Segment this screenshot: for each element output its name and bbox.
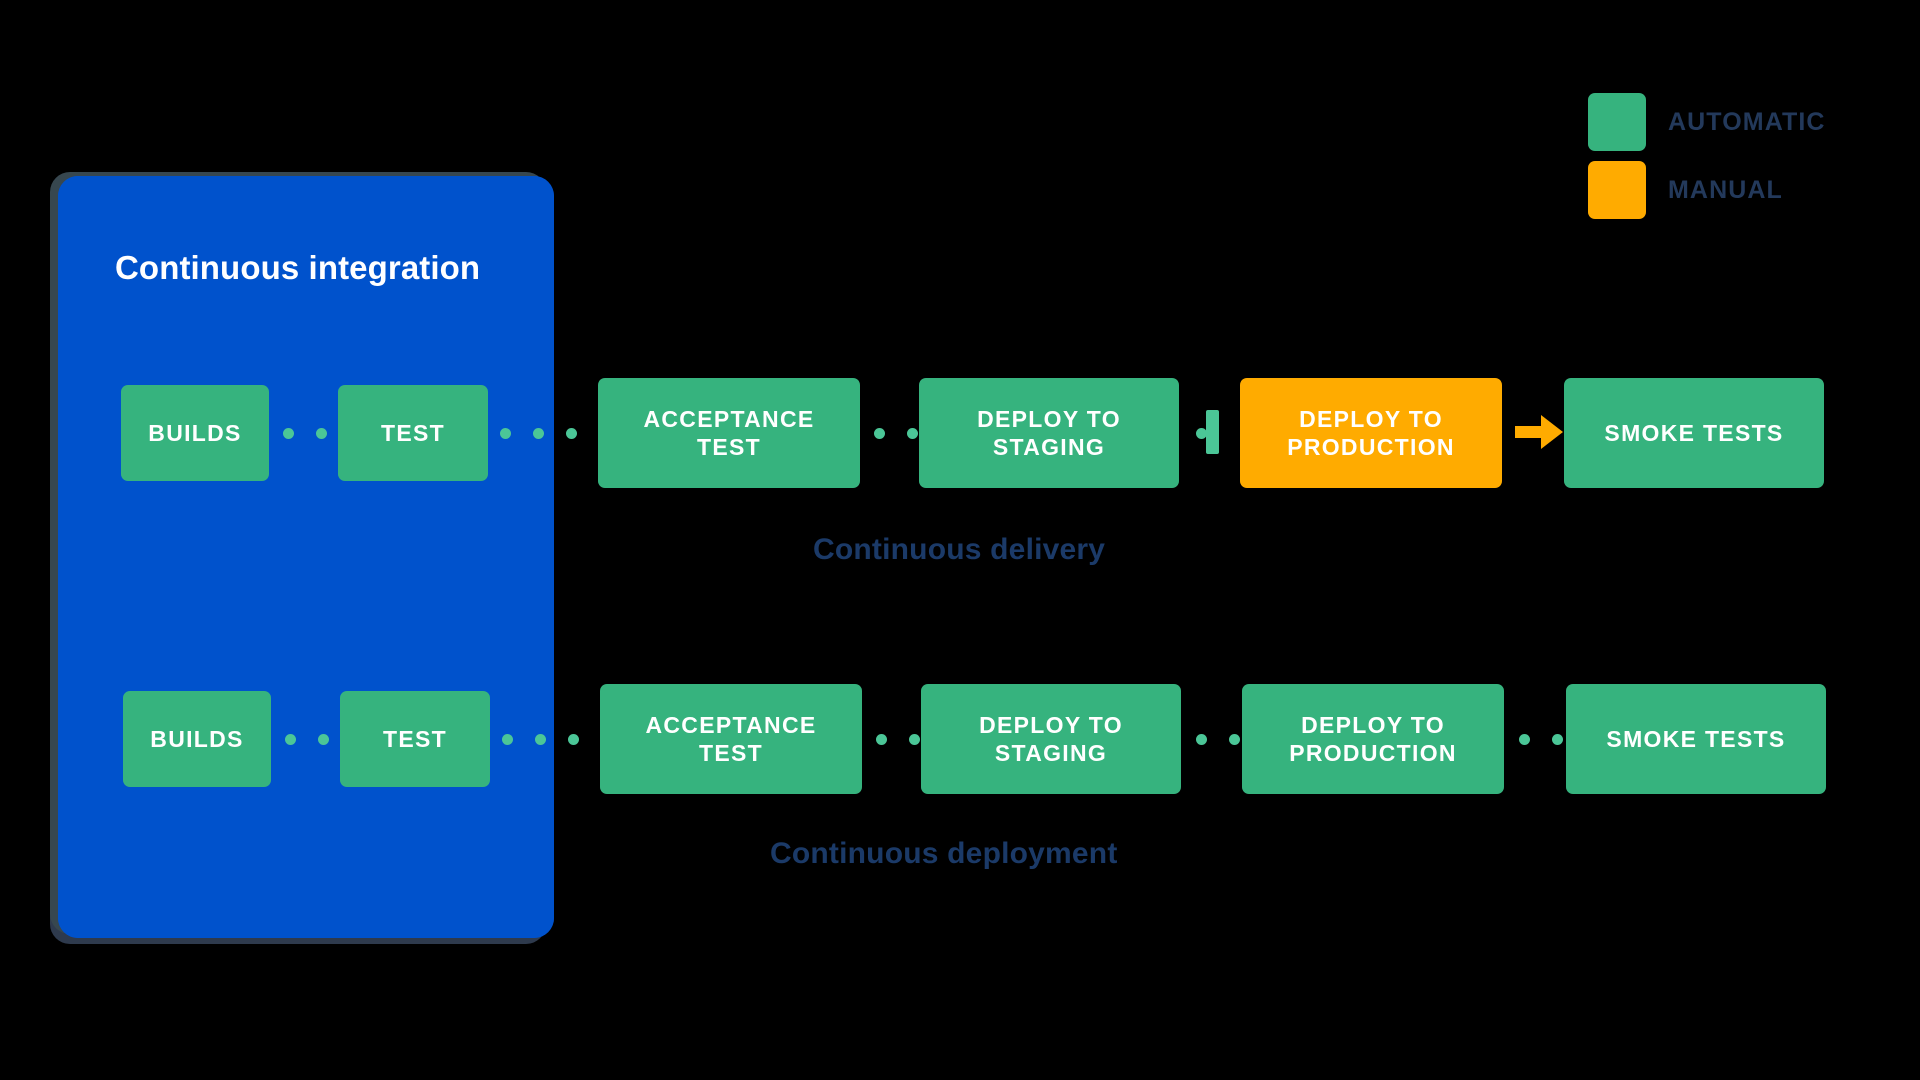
stage-test-deployment[interactable]: TEST (340, 691, 490, 787)
legend-label-manual: MANUAL (1668, 175, 1783, 204)
legend-item-manual: MANUAL (1588, 156, 1888, 224)
ci-panel-title: Continuous integration (115, 249, 481, 286)
connector-dot (535, 733, 546, 745)
stage-deploy-to-staging-deployment[interactable]: DEPLOY TO STAGING (921, 684, 1181, 794)
automatic-swatch (1588, 93, 1646, 151)
connector-dot (318, 733, 329, 745)
manual-gate-bar (1206, 410, 1219, 454)
legend-item-automatic: AUTOMATIC (1588, 88, 1888, 156)
stage-test-delivery[interactable]: TEST (338, 385, 488, 481)
stage-deploy-to-production-delivery[interactable]: DEPLOY TO PRODUCTION (1240, 378, 1502, 488)
legend-label-automatic: AUTOMATIC (1668, 107, 1826, 136)
legend: AUTOMATIC MANUAL (1588, 88, 1888, 224)
caption-continuous-delivery: Continuous delivery (813, 533, 1106, 566)
arrow-head (1541, 415, 1563, 449)
connector-dot (1229, 733, 1240, 745)
connector-dot (533, 427, 544, 439)
stage-acceptance-test-delivery[interactable]: ACCEPTANCE TEST (598, 378, 860, 488)
ci-panel-surface (58, 176, 554, 938)
connector-dot (1552, 733, 1563, 745)
connector-dot (874, 427, 885, 439)
stage-builds-delivery[interactable]: BUILDS (121, 385, 269, 481)
continuous-integration-panel: Continuous integration (58, 176, 554, 938)
connector-dot (500, 427, 511, 439)
stage-deploy-to-staging-delivery[interactable]: DEPLOY TO STAGING (919, 378, 1179, 488)
caption-continuous-deployment: Continuous deployment (770, 837, 1118, 870)
connector-dot (1196, 427, 1207, 439)
stage-deploy-to-production-deployment[interactable]: DEPLOY TO PRODUCTION (1242, 684, 1504, 794)
manual-swatch (1588, 161, 1646, 219)
stage-acceptance-test-deployment[interactable]: ACCEPTANCE TEST (600, 684, 862, 794)
connector-dot (1519, 733, 1530, 745)
connector-dot (568, 733, 579, 745)
stage-smoke-tests-delivery[interactable]: SMOKE TESTS (1564, 378, 1824, 488)
stage-smoke-tests-deployment[interactable]: SMOKE TESTS (1566, 684, 1826, 794)
connector-dot (1196, 733, 1207, 745)
connector-dot (566, 427, 577, 439)
connector-dot (909, 733, 920, 745)
manual-trigger-arrow-icon (1515, 415, 1563, 449)
arrow-shaft (1515, 426, 1541, 438)
connector-dot (285, 733, 296, 745)
connector-dot (907, 427, 918, 439)
stage-builds-deployment[interactable]: BUILDS (123, 691, 271, 787)
connector-dot (316, 427, 327, 439)
connector-dot (876, 733, 887, 745)
connector-dot (502, 733, 513, 745)
connector-staging-production-delivery (1196, 426, 1207, 440)
connector-dot (283, 427, 294, 439)
